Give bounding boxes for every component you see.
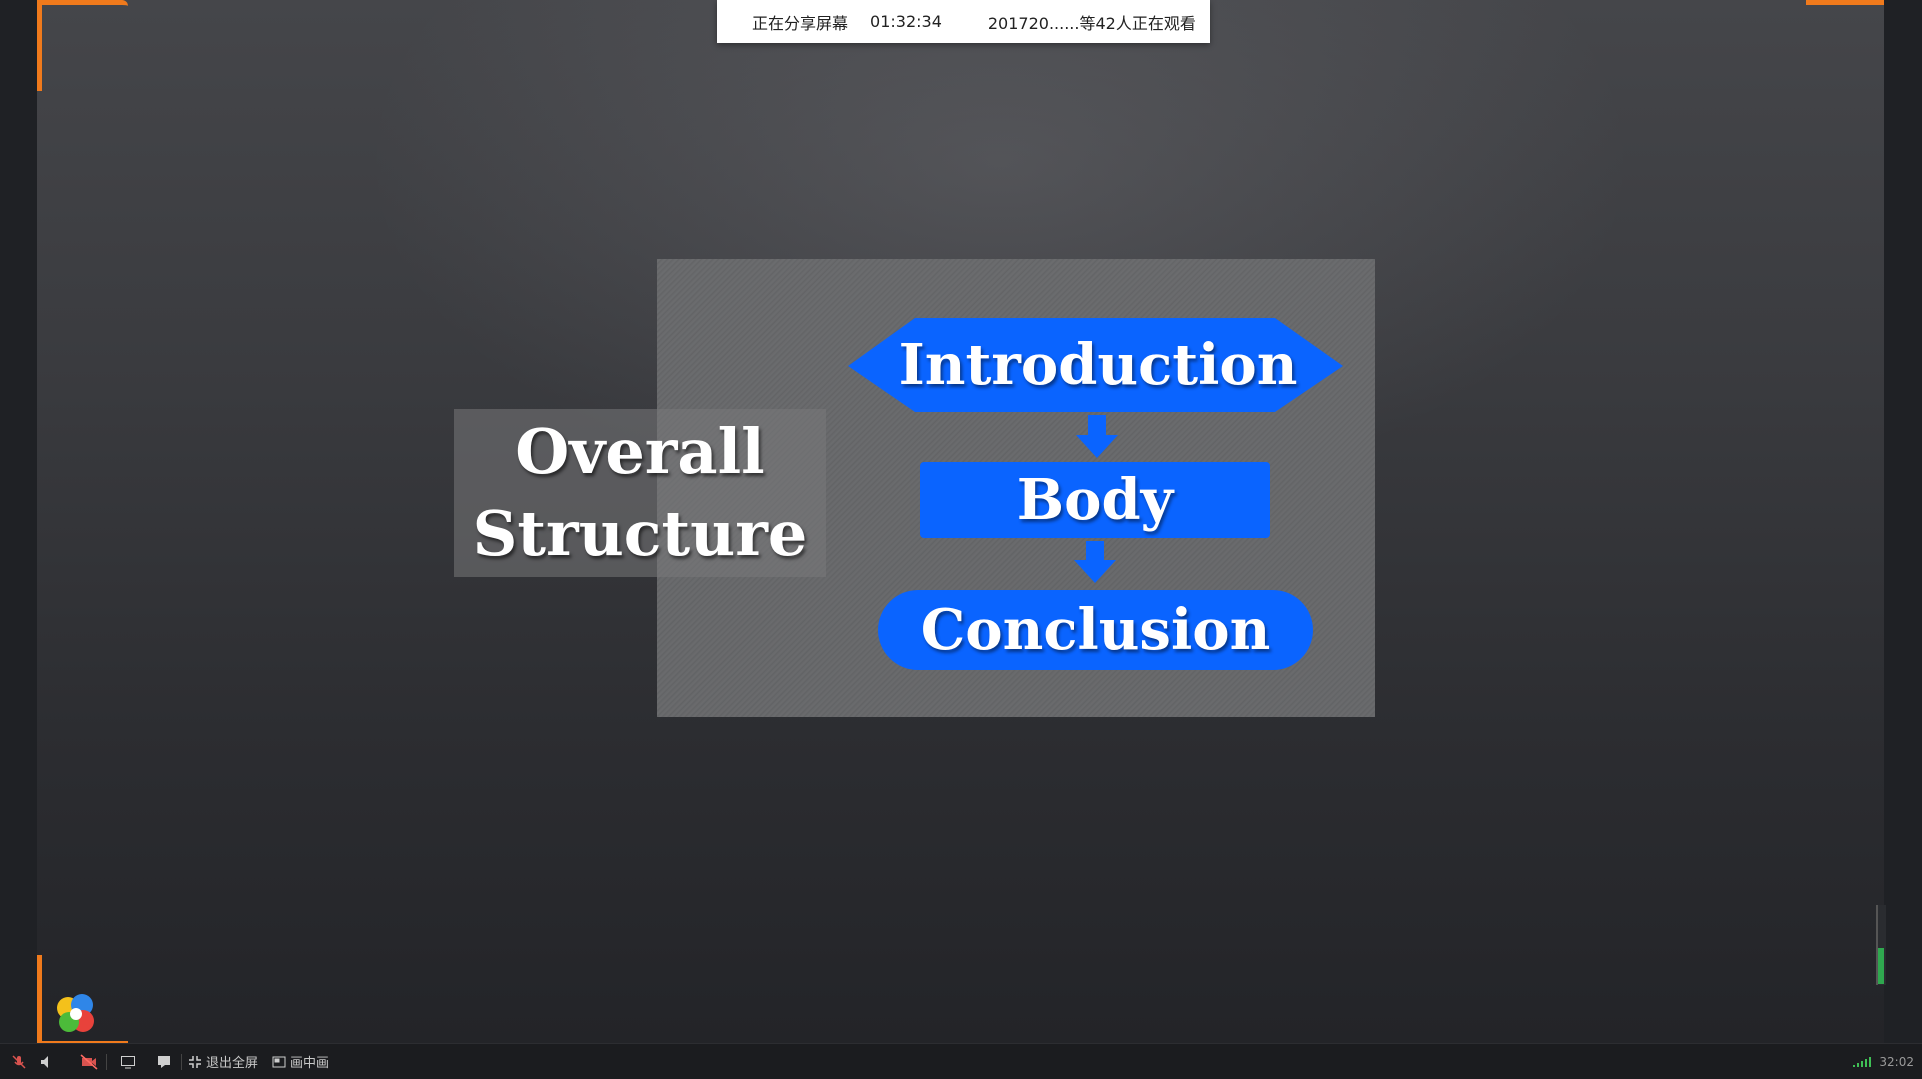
- speaker-icon[interactable]: [36, 1051, 58, 1073]
- share-status-text: 正在分享屏幕: [752, 13, 849, 33]
- slide-title-line-1: Overall: [515, 415, 765, 488]
- side-panel-handle[interactable]: [1876, 905, 1886, 985]
- flow-step-introduction: Introduction: [898, 332, 1298, 398]
- exit-fullscreen-label: 退出全屏: [206, 1056, 259, 1071]
- camera-off-icon[interactable]: [78, 1051, 100, 1073]
- exit-fullscreen-icon: [189, 1055, 201, 1068]
- frame-corner-bottom-left: [37, 955, 128, 1043]
- flow-step-body: Body: [1016, 467, 1174, 533]
- signal-strength-icon: [1853, 1056, 1872, 1067]
- right-margin: [1884, 0, 1922, 1043]
- side-panel-indicator: [1878, 948, 1884, 984]
- shared-screen-view: 正在分享屏幕 01:32:34 201720......等42人正在观看 Ove…: [0, 0, 1922, 1043]
- toolbar-divider: [106, 1053, 107, 1070]
- flow-step-conclusion: Conclusion: [920, 597, 1271, 663]
- frame-corner-top-left: [37, 0, 128, 91]
- frame-corner-top-right: [1806, 0, 1884, 11]
- app-logo-icon: [57, 994, 94, 1032]
- chat-icon[interactable]: [153, 1051, 175, 1073]
- picture-in-picture-button[interactable]: 画中画: [272, 1052, 329, 1071]
- meeting-clock: 32:02: [1879, 1054, 1914, 1069]
- viewer-count-text: 201720......等42人正在观看: [987, 13, 1196, 33]
- exit-fullscreen-button[interactable]: 退出全屏: [188, 1052, 258, 1071]
- toolbar-status-area: 32:02: [1853, 1044, 1914, 1079]
- slide-title-line-2: Structure: [472, 497, 808, 570]
- picture-in-picture-label: 画中画: [290, 1056, 330, 1071]
- meeting-toolbar: 退出全屏 画中画 32:02: [0, 1043, 1922, 1079]
- toolbar-divider: [181, 1053, 182, 1070]
- picture-in-picture-icon: [272, 1056, 286, 1067]
- mic-muted-icon[interactable]: [8, 1051, 30, 1073]
- share-elapsed-time: 01:32:34: [870, 12, 942, 31]
- screen-share-icon[interactable]: [117, 1051, 139, 1073]
- left-margin: [0, 0, 37, 1043]
- screen-share-banner: 正在分享屏幕 01:32:34 201720......等42人正在观看: [717, 0, 1210, 43]
- slide-title-box: Overall Structure: [454, 409, 826, 577]
